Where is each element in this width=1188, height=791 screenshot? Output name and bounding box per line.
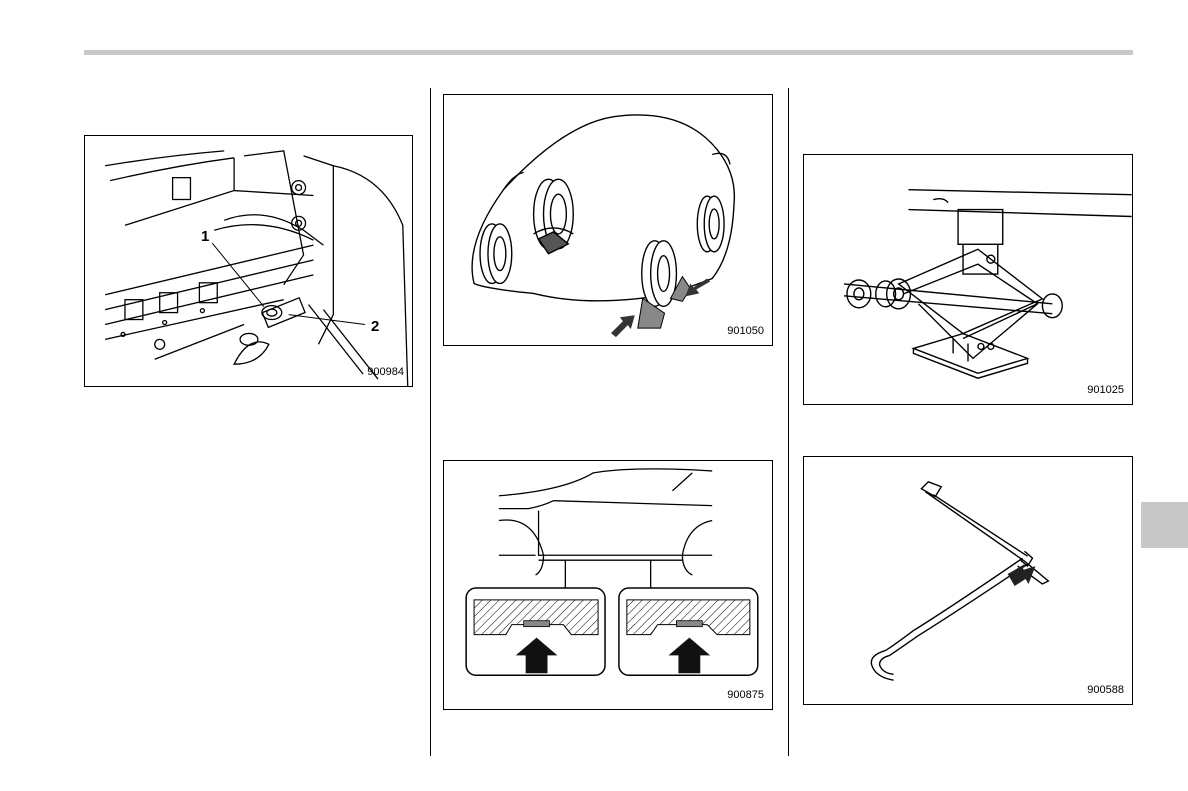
jack-handle-illustration <box>804 457 1132 704</box>
figure-jack-handle: 900588 <box>803 456 1133 705</box>
wheel-chocks-illustration <box>444 95 772 345</box>
figure-number: 900875 <box>727 689 764 701</box>
section-tab <box>1141 502 1188 548</box>
figure-jack-storage: 1 2 900984 <box>84 135 413 387</box>
header-rule <box>84 50 1133 55</box>
column-divider-left <box>430 88 431 756</box>
callout-1: 1 <box>201 228 209 245</box>
jack-points-illustration <box>444 461 772 709</box>
callout-2: 2 <box>371 318 379 335</box>
figure-number: 901050 <box>727 325 764 337</box>
figure-scissor-jack: 901025 <box>803 154 1133 405</box>
column-divider-right <box>788 88 789 756</box>
jack-storage-illustration <box>85 136 412 386</box>
scissor-jack-illustration <box>804 155 1132 404</box>
figure-number: 900984 <box>367 366 404 378</box>
figure-number: 901025 <box>1087 384 1124 396</box>
figure-number: 900588 <box>1087 684 1124 696</box>
figure-jack-points: 900875 <box>443 460 773 710</box>
figure-wheel-chocks: 901050 <box>443 94 773 346</box>
